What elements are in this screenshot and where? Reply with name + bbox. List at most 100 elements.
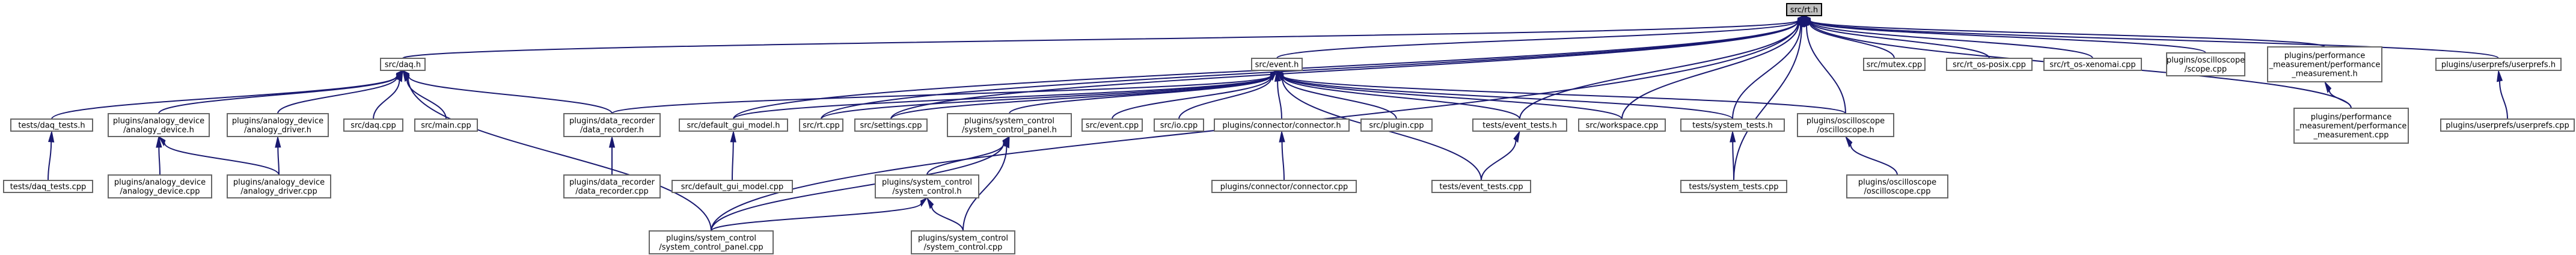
node-label: tests/system_tests.cpp: [1689, 183, 1778, 192]
node-connector-h[interactable]: plugins/connector/connector.h: [1214, 118, 1350, 132]
node-rt-cpp[interactable]: src/rt.cpp: [799, 118, 843, 132]
node-label: src/main.cpp: [421, 121, 471, 131]
edge-rt-h-to-system-tests-cpp: [1733, 15, 1805, 181]
node-analogy-driver-h[interactable]: plugins/analogy_device/analogy_driver.h: [227, 113, 329, 137]
node-label: /analogy_driver.cpp: [240, 187, 317, 196]
node-system-tests-h[interactable]: tests/system_tests.h: [1680, 118, 1785, 132]
node-label: _measurement/performance: [2295, 122, 2407, 131]
node-box: [227, 174, 331, 198]
node-box: [2435, 58, 2562, 71]
node-box: [2166, 52, 2245, 76]
node-analogy-device-cpp[interactable]: plugins/analogy_device/analogy_device.cp…: [108, 174, 212, 198]
node-box: [1680, 118, 1785, 132]
edge-daq-h-to-data-recorder-h: [402, 69, 613, 114]
node-event-tests-cpp[interactable]: tests/event_tests.cpp: [1431, 180, 1531, 193]
node-label: plugins/data_recorder: [569, 117, 655, 126]
node-connector-cpp[interactable]: plugins/connector/connector.cpp: [1211, 180, 1357, 193]
node-box: [1863, 58, 1926, 71]
node-box: [108, 174, 212, 198]
node-label: /system_control.cpp: [924, 243, 1003, 252]
node-rt-h[interactable]: src/rt.h: [1786, 3, 1822, 16]
node-osc-h[interactable]: plugins/oscilloscope/oscilloscope.h: [1797, 113, 1894, 137]
node-mutex-cpp[interactable]: src/mutex.cpp: [1863, 58, 1926, 71]
node-box: [2043, 58, 2142, 71]
node-box: [227, 113, 329, 137]
node-label: plugins/data_recorder: [569, 178, 655, 187]
node-box: [380, 58, 426, 71]
node-daq-h[interactable]: src/daq.h: [380, 58, 426, 71]
node-plugin-cpp[interactable]: src/plugin.cpp: [1360, 118, 1433, 132]
node-box: [947, 113, 1072, 137]
node-system-control-h[interactable]: plugins/system_control/system_control.h: [875, 174, 979, 198]
node-osc-scope-cpp[interactable]: plugins/oscilloscope/scope.cpp: [2166, 52, 2245, 76]
edge-event-h-to-default-gui-model-h: [733, 69, 1278, 120]
node-label: src/mutex.cpp: [1867, 61, 1923, 70]
node-daq-tests-h[interactable]: tests/daq_tests.h: [10, 118, 93, 132]
node-io-cpp[interactable]: src/io.cpp: [1154, 118, 1204, 132]
node-workspace-cpp[interactable]: src/workspace.cpp: [1578, 118, 1666, 132]
edge-analogy-device-h-to-analogy-driver-cpp: [158, 135, 280, 176]
node-label: plugins/system_control: [666, 234, 756, 243]
node-osc-cpp[interactable]: plugins/oscilloscope/oscilloscope.cpp: [1846, 174, 1948, 198]
node-event-cpp[interactable]: src/event.cpp: [1081, 118, 1143, 132]
node-perf-cpp[interactable]: plugins/performance_measurement/performa…: [2293, 108, 2409, 144]
node-label: tests/system_tests.h: [1692, 121, 1773, 131]
node-data-recorder-cpp[interactable]: plugins/data_recorder/data_recorder.cpp: [563, 174, 661, 198]
node-rt-os-xenomai-cpp[interactable]: src/rt_os-xenomai.cpp: [2043, 58, 2142, 71]
edge-event-h-to-event-tests-h: [1276, 69, 1520, 120]
node-box: [1154, 118, 1204, 132]
node-label: src/daq.h: [385, 61, 421, 70]
node-box: [414, 118, 478, 132]
node-default-gui-model-cpp[interactable]: src/default_gui_model.cpp: [672, 180, 793, 193]
node-userprefs-cpp[interactable]: plugins/userprefs/userprefs.cpp: [2440, 118, 2575, 132]
node-box: [1214, 118, 1350, 132]
node-system-control-cpp[interactable]: plugins/system_control/system_control.cp…: [911, 230, 1015, 254]
node-label: plugins/analogy_device: [114, 178, 206, 187]
node-default-gui-model-h[interactable]: src/default_gui_model.h: [679, 118, 788, 132]
node-box: [679, 118, 788, 132]
node-box: [563, 174, 661, 198]
node-label: plugins/connector/connector.h: [1222, 121, 1341, 131]
node-perf-h[interactable]: plugins/performance_measurement/performa…: [2267, 46, 2382, 82]
node-scp-cpp[interactable]: plugins/system_control/system_control_pa…: [649, 230, 774, 254]
node-label: src/event.cpp: [1086, 121, 1139, 131]
node-box: [649, 230, 774, 254]
node-label: plugins/analogy_device: [233, 178, 325, 187]
node-rt-os-posix-cpp[interactable]: src/rt_os-posix.cpp: [1946, 58, 2033, 71]
node-label: /system_control_panel.cpp: [659, 243, 763, 252]
node-label: src/workspace.cpp: [1586, 121, 1659, 131]
node-label: plugins/system_control: [882, 178, 972, 187]
node-box: [1578, 118, 1666, 132]
node-analogy-device-h[interactable]: plugins/analogy_device/analogy_device.h: [108, 113, 210, 137]
node-box: [875, 174, 979, 198]
node-box: [3, 180, 93, 193]
node-scp-h[interactable]: plugins/system_control/system_control_pa…: [947, 113, 1072, 137]
edge-analogy-device-h-to-analogy-device-cpp: [156, 136, 162, 176]
node-box: [563, 113, 661, 137]
node-event-tests-h[interactable]: tests/event_tests.h: [1472, 118, 1567, 132]
node-settings-cpp[interactable]: src/settings.cpp: [854, 118, 928, 132]
node-label: _measurement.h: [2291, 70, 2358, 79]
node-system-tests-cpp[interactable]: tests/system_tests.cpp: [1680, 180, 1787, 193]
node-label: tests/event_tests.cpp: [1439, 183, 1523, 192]
node-event-h[interactable]: src/event.h: [1251, 58, 1303, 71]
edge-event-h-to-connector-h: [1274, 70, 1282, 120]
node-label: src/rt.h: [1790, 6, 1818, 15]
node-box: [1946, 58, 2033, 71]
node-label: plugins/performance: [2311, 113, 2392, 122]
node-main-cpp[interactable]: src/main.cpp: [414, 118, 478, 132]
edge-data-recorder-h-to-data-recorder-cpp: [608, 136, 616, 176]
edge-daq-tests-h-to-daq-tests-cpp: [47, 131, 55, 181]
node-data-recorder-h[interactable]: plugins/data_recorder/data_recorder.h: [563, 113, 661, 137]
node-analogy-driver-cpp[interactable]: plugins/analogy_device/analogy_driver.cp…: [227, 174, 331, 198]
node-daq-tests-cpp[interactable]: tests/daq_tests.cpp: [3, 180, 93, 193]
edge-daq-h-to-scp-cpp: [402, 69, 712, 232]
edge-event-h-to-plugin-cpp: [1276, 69, 1397, 120]
edge-rt-h-to-event-h: [1276, 14, 1805, 59]
node-box: [1472, 118, 1567, 132]
node-label: plugins/system_control: [918, 234, 1008, 243]
node-userprefs-h[interactable]: plugins/userprefs/userprefs.h: [2435, 58, 2562, 71]
node-daq-cpp[interactable]: src/daq.cpp: [343, 118, 403, 132]
edge-default-gui-model-h-to-default-gui-model-cpp: [730, 131, 736, 181]
node-label: /oscilloscope.h: [1817, 126, 1874, 135]
